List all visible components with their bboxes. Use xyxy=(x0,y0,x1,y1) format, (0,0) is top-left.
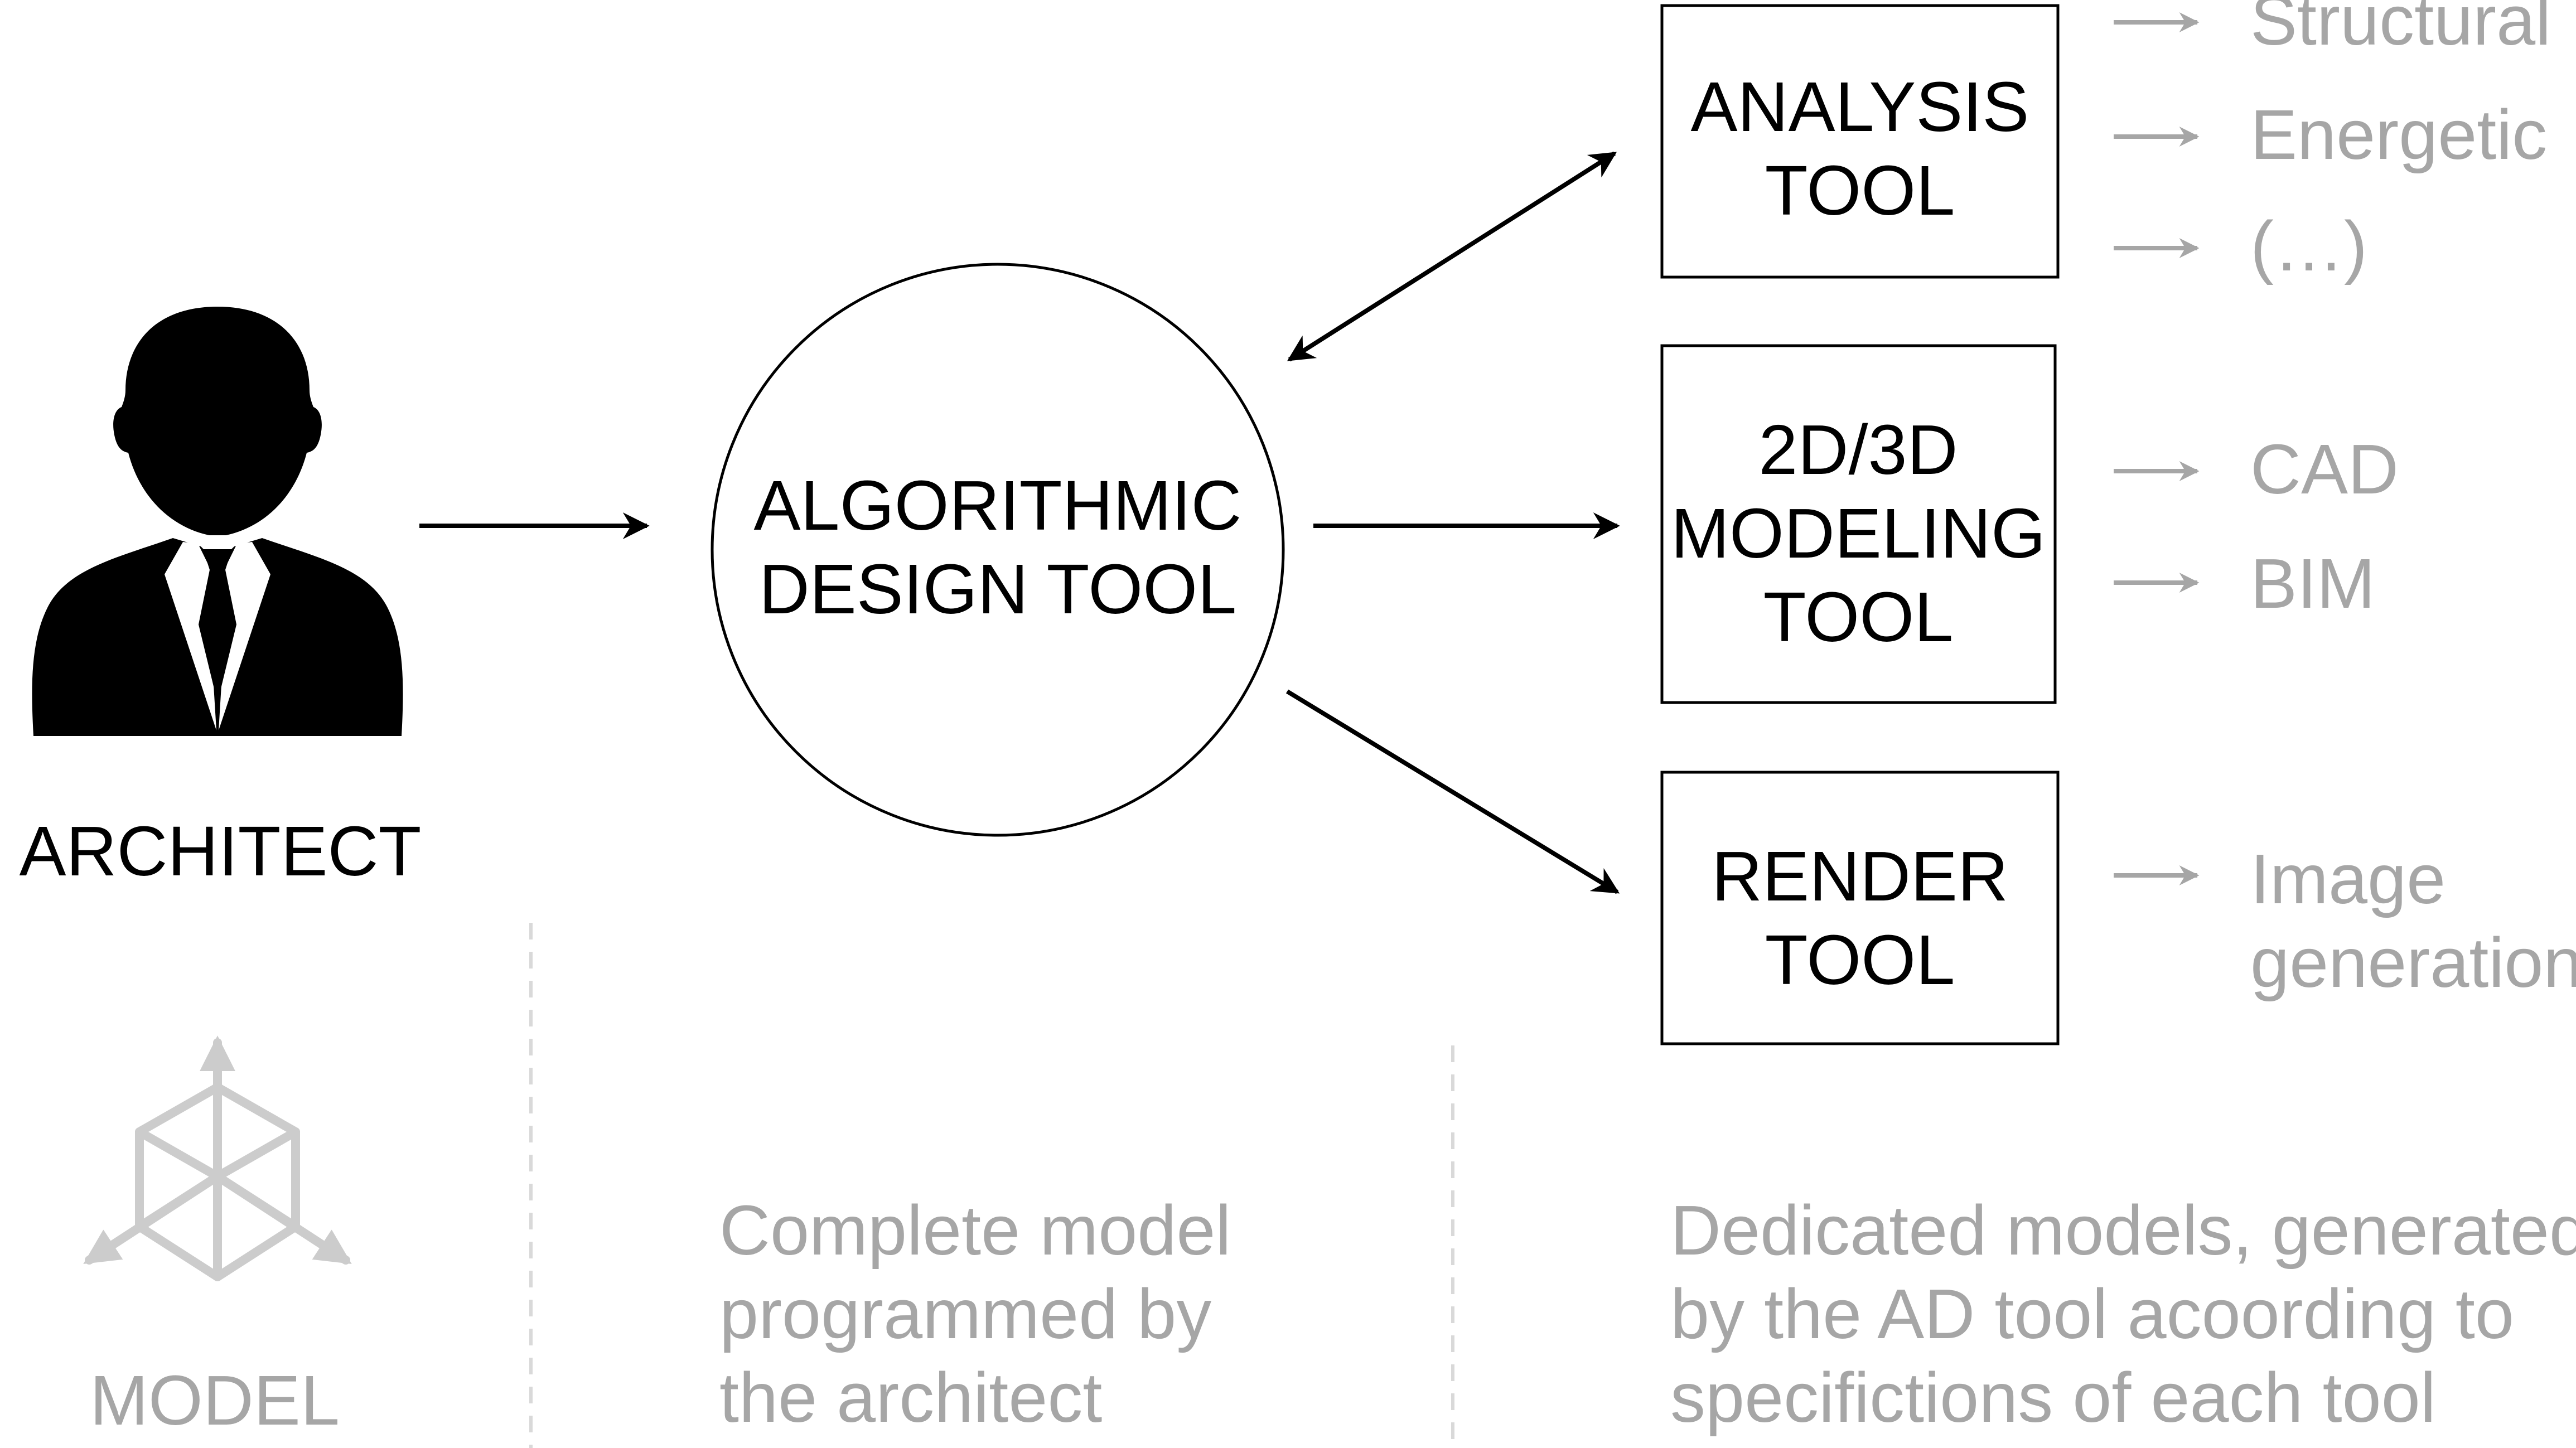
dedicated-models-line3: specifictions of each tool xyxy=(1670,1358,2436,1437)
output-label: CAD xyxy=(2250,430,2399,509)
modeling-tool-box: 2D/3D MODELING TOOL xyxy=(1660,344,2057,704)
dedicated-models-line1: Dedicated models, generated xyxy=(1670,1191,2576,1270)
architect-label: ARCHITECT xyxy=(20,812,422,890)
center-label-line1: ALGORITHMIC xyxy=(753,466,1241,545)
analysis-tool-line1: ANALYSIS xyxy=(1691,67,2029,146)
businessman-icon xyxy=(32,307,403,736)
output-label: (…) xyxy=(2250,207,2367,285)
dedicated-models-line2: by the AD tool acoording to xyxy=(1670,1275,2514,1353)
model-label: MODEL xyxy=(90,1361,340,1440)
render-outputs: Image generation xyxy=(2114,840,2576,1002)
analysis-tool-line2: TOOL xyxy=(1765,151,1955,230)
dedicated-models-text: Dedicated models, generated by the AD to… xyxy=(1670,1191,2576,1437)
modeling-tool-line3: TOOL xyxy=(1763,578,1954,656)
arrow-center-render xyxy=(1285,689,1620,894)
output-label: Energetic xyxy=(2250,95,2547,174)
center-label-line2: DESIGN TOOL xyxy=(759,550,1237,628)
cube-axes-icon xyxy=(83,1035,352,1281)
render-tool-line1: RENDER xyxy=(1712,837,2008,916)
complete-model-line1: Complete model xyxy=(719,1191,1231,1270)
modeling-outputs: CAD BIM xyxy=(2114,430,2399,623)
complete-model-text: Complete model programmed by the archite… xyxy=(719,1191,1231,1437)
analysis-outputs: Structural Energetic (…) xyxy=(2114,0,2551,285)
render-tool-box: RENDER TOOL xyxy=(1660,771,2060,1045)
output-label: generation xyxy=(2250,923,2576,1002)
render-tool-line2: TOOL xyxy=(1765,921,1955,999)
modeling-tool-line2: MODELING xyxy=(1671,494,2046,573)
modeling-tool-line1: 2D/3D xyxy=(1758,410,1958,489)
output-label: Image xyxy=(2250,840,2445,918)
algorithmic-design-tool-circle xyxy=(711,263,1285,837)
arrow-center-analysis xyxy=(1287,151,1617,362)
output-label: Structural xyxy=(2250,0,2551,60)
complete-model-line2: programmed by xyxy=(719,1275,1211,1353)
output-label: BIM xyxy=(2250,544,2375,623)
complete-model-line3: the architect xyxy=(719,1358,1102,1437)
analysis-tool-box: ANALYSIS TOOL xyxy=(1660,4,2060,279)
